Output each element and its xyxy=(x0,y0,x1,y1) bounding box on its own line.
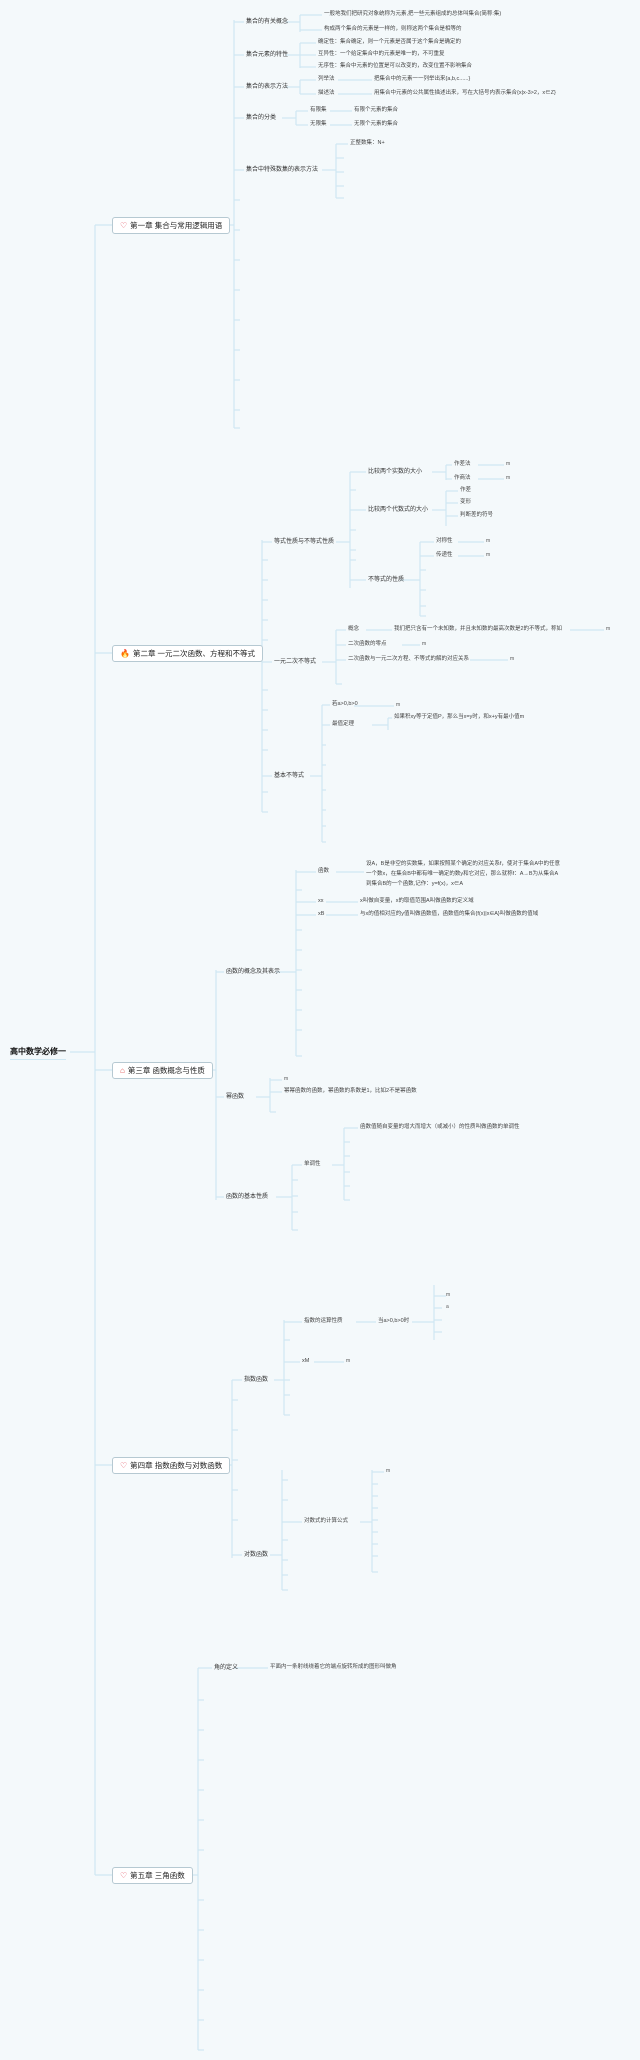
leaf-function[interactable]: 函数 xyxy=(318,868,330,874)
formula-log: m xyxy=(386,1468,391,1474)
chapter-3-node[interactable]: ⌂第三章 函数概念与性质 xyxy=(112,1062,213,1079)
topic-angle-definition[interactable]: 角的定义 xyxy=(214,1665,239,1671)
formula-transitivity: m xyxy=(486,552,491,558)
leaf-angle-desc: 平面内一条射线绕着它的端点旋转所成的图形叫做角 xyxy=(270,1664,397,1670)
formula-basic: m xyxy=(396,702,401,708)
topic-set-element-properties[interactable]: 集合元素的特性 xyxy=(246,52,289,58)
leaf-description-method[interactable]: 描述法 xyxy=(318,90,335,96)
chapter-1-node[interactable]: ♡第一章 集合与常用逻辑用语 xyxy=(112,217,231,234)
leaf-roster-desc: 把集合中的元素一一列举出来{a,b,c......} xyxy=(374,76,471,82)
leaf-basic-cond[interactable]: 若a>0,b>0 xyxy=(332,701,358,707)
leaf-monotonicity-desc: 函数值随自变量的增大而增大（或减小）的性质叫做函数的单调性 xyxy=(360,1124,520,1130)
leaf-range-desc: 与x的值相对应的y值叫做函数值，函数值的集合{f(x)|x∈A}叫做函数的值域 xyxy=(360,911,539,917)
leaf-function-def-1: 设A，B是非空的实数集，如果按照某个确定的对应关系f，使对于集合A中的任意 xyxy=(366,861,561,867)
leaf-difference-method[interactable]: 作差法 xyxy=(454,461,471,467)
leaf-transitivity[interactable]: 传递性 xyxy=(436,552,453,558)
chapter-5-label: 第五章 三角函数 xyxy=(130,1871,185,1880)
chapter-3-label: 第三章 函数概念与性质 xyxy=(127,1066,205,1075)
leaf-description-desc: 用集合中元素的公共属性描述出来，写在大括号内表示集合{x|x-3>2，x∈Z} xyxy=(374,90,556,96)
topic-quadratic-inequality[interactable]: 一元二次不等式 xyxy=(274,659,317,665)
formula-symmetry: m xyxy=(486,538,491,544)
leaf-transform: 变形 xyxy=(460,499,472,505)
topic-log-function[interactable]: 对数函数 xyxy=(244,1552,269,1558)
topic-compare-expressions[interactable]: 比较两个代数式的大小 xyxy=(368,507,429,513)
formula-quad-zero: m xyxy=(422,641,427,647)
root-topic[interactable]: 高中数学必修一 xyxy=(10,1046,66,1060)
leaf-subtract: 作差 xyxy=(460,487,472,493)
leaf-function-def-2: 一个数x，在集合B中都有唯一确定的数y和它对应，那么就称f：A→B为从集合A xyxy=(366,871,559,877)
chapter-4-node[interactable]: ♡第四章 指数函数与对数函数 xyxy=(112,1457,231,1474)
leaf-xb[interactable]: xB xyxy=(318,911,325,917)
topic-function-concept[interactable]: 函数的概念及其表示 xyxy=(226,969,281,975)
chapter-1-label: 第一章 集合与常用逻辑用语 xyxy=(130,221,223,230)
leaf-exp-condition: 当a>0,b>0时 xyxy=(378,1318,410,1324)
formula-power: m xyxy=(284,1076,289,1082)
leaf-determinacy: 确定性：集合确定，则一个元素是否属于这个集合是确定的 xyxy=(318,39,462,45)
formula-difference: m xyxy=(506,461,511,467)
chapter-2-label: 第二章 一元二次函数、方程和不等式 xyxy=(132,649,256,658)
leaf-quotient-method[interactable]: 作商法 xyxy=(454,475,471,481)
formula-quad-relation: m xyxy=(510,656,515,662)
formula-exp-1: m xyxy=(446,1292,451,1298)
leaf-monotonicity[interactable]: 单调性 xyxy=(304,1161,321,1167)
leaf-infinite-set-desc: 无限个元素的集合 xyxy=(354,121,399,127)
topic-compare-reals[interactable]: 比较两个实数的大小 xyxy=(368,469,423,475)
topic-set-concept[interactable]: 集合的有关概念 xyxy=(246,19,289,25)
topic-exponential-function[interactable]: 指数函数 xyxy=(244,1377,269,1383)
topic-function-basic-properties[interactable]: 函数的基本性质 xyxy=(226,1194,269,1200)
leaf-extremum-desc: 如果积xy等于定值P，那么当x=y时，和x+y有最小值m xyxy=(394,714,525,720)
leaf-unorderedness: 无序性：集合中元素的位置是可以改变的，改变位置不影响集合 xyxy=(318,63,473,69)
leaf-distinctness: 互异性：一个给定集合中的元素是唯一的，不可重复 xyxy=(318,51,445,57)
topic-equality-inequality-properties[interactable]: 等式性质与不等式性质 xyxy=(274,539,335,545)
leaf-roster-method[interactable]: 列举法 xyxy=(318,76,335,82)
leaf-quad-concept-desc: 我们把只含有一个未知数，并且未知数的最高次数是2的不等式，称如 xyxy=(394,626,563,632)
leaf-set-equality: 构成两个集合的元素是一样的，则称这两个集合是相等的 xyxy=(324,26,462,32)
topic-basic-inequality[interactable]: 基本不等式 xyxy=(274,773,305,779)
heart-icon: ♡ xyxy=(120,1461,128,1470)
leaf-judge-sign: 判断差的符号 xyxy=(460,512,494,518)
heart-icon: ♡ xyxy=(120,221,128,230)
leaf-symmetry[interactable]: 对称性 xyxy=(436,538,453,544)
leaf-set-definition: 一般地我们把研究对象统称为元素,把一些元素组成的总体叫集合(简称:集) xyxy=(324,11,502,17)
leaf-quad-zero[interactable]: 二次函数的零点 xyxy=(348,641,387,647)
leaf-xx[interactable]: xx xyxy=(318,898,324,904)
leaf-xm[interactable]: xM xyxy=(302,1358,310,1364)
leaf-finite-set-desc: 有限个元素的集合 xyxy=(354,107,399,113)
leaf-exp-rules[interactable]: 指数的运算性质 xyxy=(304,1318,343,1324)
formula-xm: m xyxy=(346,1358,351,1364)
leaf-log-rules[interactable]: 对数式的计算公式 xyxy=(304,1518,349,1524)
leaf-power-desc: 幂幂函数的函数，幂函数的系数是1，比如2不是幂函数 xyxy=(284,1088,417,1094)
chapter-5-node[interactable]: ♡第五章 三角函数 xyxy=(112,1867,193,1884)
leaf-positive-integers: 正整数集：N+ xyxy=(350,140,385,146)
formula-quad-concept: m xyxy=(606,626,611,632)
leaf-domain-desc: x叫做自变量，x的取值范围A叫做函数的定义域 xyxy=(360,898,474,904)
leaf-quad-concept[interactable]: 概念 xyxy=(348,626,360,632)
fire-icon: 🔥 xyxy=(120,649,130,658)
topic-inequality-properties[interactable]: 不等式的性质 xyxy=(368,577,405,583)
leaf-quad-relation[interactable]: 二次函数与一元二次方程、不等式的解的对应关系 xyxy=(348,656,470,662)
topic-power-function[interactable]: 幂函数 xyxy=(226,1094,245,1100)
chapter-2-node[interactable]: 🔥第二章 一元二次函数、方程和不等式 xyxy=(112,645,264,662)
chapter-4-label: 第四章 指数函数与对数函数 xyxy=(130,1461,223,1470)
home-icon: ⌂ xyxy=(120,1066,125,1075)
leaf-function-def-3: 到集合B的一个函数,记作：y=f(x)，x∈A xyxy=(366,881,464,887)
leaf-infinite-set[interactable]: 无限集 xyxy=(310,121,327,127)
topic-set-classification[interactable]: 集合的分类 xyxy=(246,115,277,121)
formula-quotient: m xyxy=(506,475,511,481)
formula-exp-2: a xyxy=(446,1304,449,1310)
leaf-finite-set[interactable]: 有限集 xyxy=(310,107,327,113)
topic-special-number-sets[interactable]: 集合中特殊数集的表示方法 xyxy=(246,167,319,173)
heart-icon: ♡ xyxy=(120,1871,128,1880)
leaf-extremum-theorem[interactable]: 最值定理 xyxy=(332,721,355,727)
topic-set-representation[interactable]: 集合的表示方法 xyxy=(246,84,289,90)
